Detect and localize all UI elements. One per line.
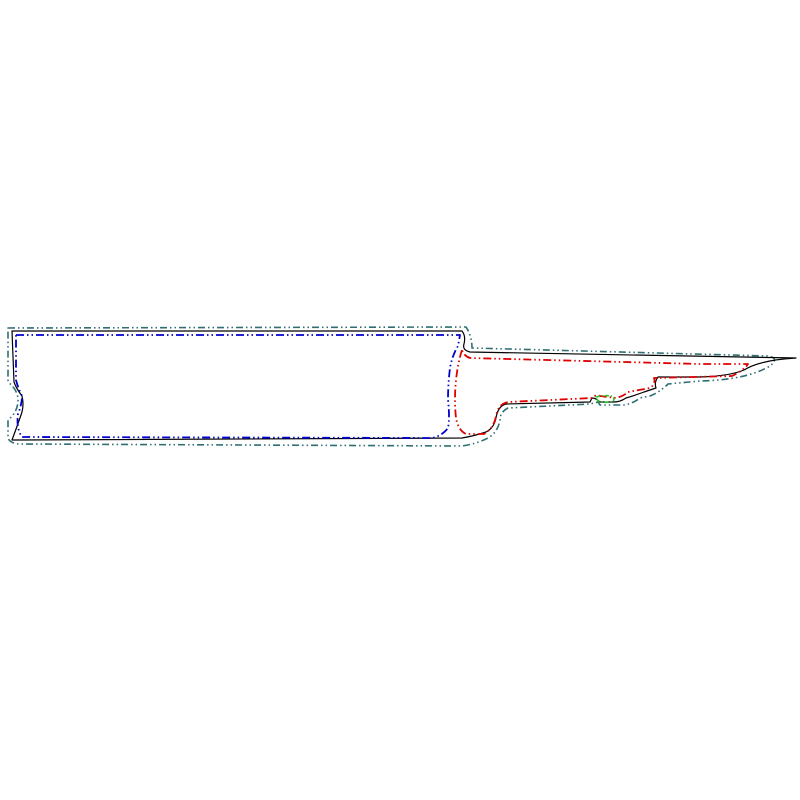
blade-offset-contour (15, 334, 461, 439)
outline-path (11, 330, 797, 441)
outer-offset-contour (7, 326, 776, 447)
handle-offset-path (454, 349, 749, 435)
small-offset-path (595, 394, 615, 404)
handle-offset-contour (454, 349, 749, 435)
blade-offset-path (15, 334, 461, 439)
small-offset-contour (595, 394, 615, 404)
outer-offset-path (7, 326, 776, 447)
outer-outline-contour (11, 330, 797, 441)
